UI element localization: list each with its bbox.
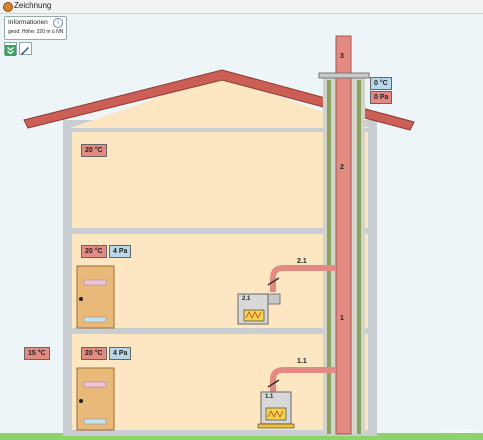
double-chevron-down-icon bbox=[5, 45, 16, 56]
connector-label-upper: 2.1 bbox=[297, 258, 307, 265]
appliance-label-lower: 1.1 bbox=[265, 394, 274, 400]
room-attic bbox=[72, 132, 330, 228]
pencil-icon bbox=[21, 46, 30, 55]
appliance-label-upper: 2.1 bbox=[242, 296, 251, 302]
door-floor1 bbox=[76, 367, 115, 431]
info-location-line: geod. Höhe: 320 m ü NN bbox=[8, 29, 64, 35]
window-titlebar: Zeichnung bbox=[0, 0, 483, 14]
chimney-flue[interactable] bbox=[335, 35, 352, 435]
house-drawing bbox=[0, 35, 483, 440]
floor1-temperature[interactable]: 20 °C bbox=[81, 347, 107, 360]
app-icon bbox=[3, 2, 13, 12]
roof bbox=[23, 69, 415, 131]
grass bbox=[0, 433, 483, 440]
expand-layers-button[interactable] bbox=[4, 42, 17, 56]
window-title: Zeichnung bbox=[14, 1, 52, 10]
floor1-pressure[interactable]: 4 Pa bbox=[109, 347, 132, 360]
floor2-temperature[interactable]: 20 °C bbox=[81, 245, 107, 258]
floor2-pressure[interactable]: 4 Pa bbox=[109, 245, 132, 258]
connector-label-lower: 1.1 bbox=[297, 358, 307, 365]
watermark: © Kutzner bbox=[443, 428, 475, 435]
connector-pipe-upper[interactable] bbox=[270, 265, 336, 292]
chimney-cap bbox=[318, 72, 370, 79]
chimney-insulation-right bbox=[357, 80, 361, 434]
chimney-insulation-left bbox=[327, 80, 331, 434]
attic-gable bbox=[70, 76, 370, 128]
edit-tool-button[interactable] bbox=[19, 42, 32, 55]
chimney-segment-label-top: 3 bbox=[340, 53, 344, 60]
chimney-top-temperature[interactable]: 0 °C bbox=[370, 77, 392, 90]
appliance-lower-base bbox=[257, 423, 295, 429]
chimney-top-pressure[interactable]: 0 Pa bbox=[370, 91, 393, 104]
connector-pipe-lower[interactable] bbox=[270, 367, 336, 392]
info-icon[interactable]: i bbox=[53, 18, 63, 28]
attic-temperature[interactable]: 20 °C bbox=[81, 144, 107, 157]
info-panel-title: Informationen bbox=[8, 19, 48, 26]
info-panel[interactable]: Informationen i geod. Höhe: 320 m ü NN bbox=[4, 16, 67, 40]
chimney-segment-label-middle: 2 bbox=[340, 164, 344, 171]
chimney-segment-label-lower: 1 bbox=[340, 315, 344, 322]
outdoor-temperature[interactable]: 15 °C bbox=[24, 347, 50, 360]
